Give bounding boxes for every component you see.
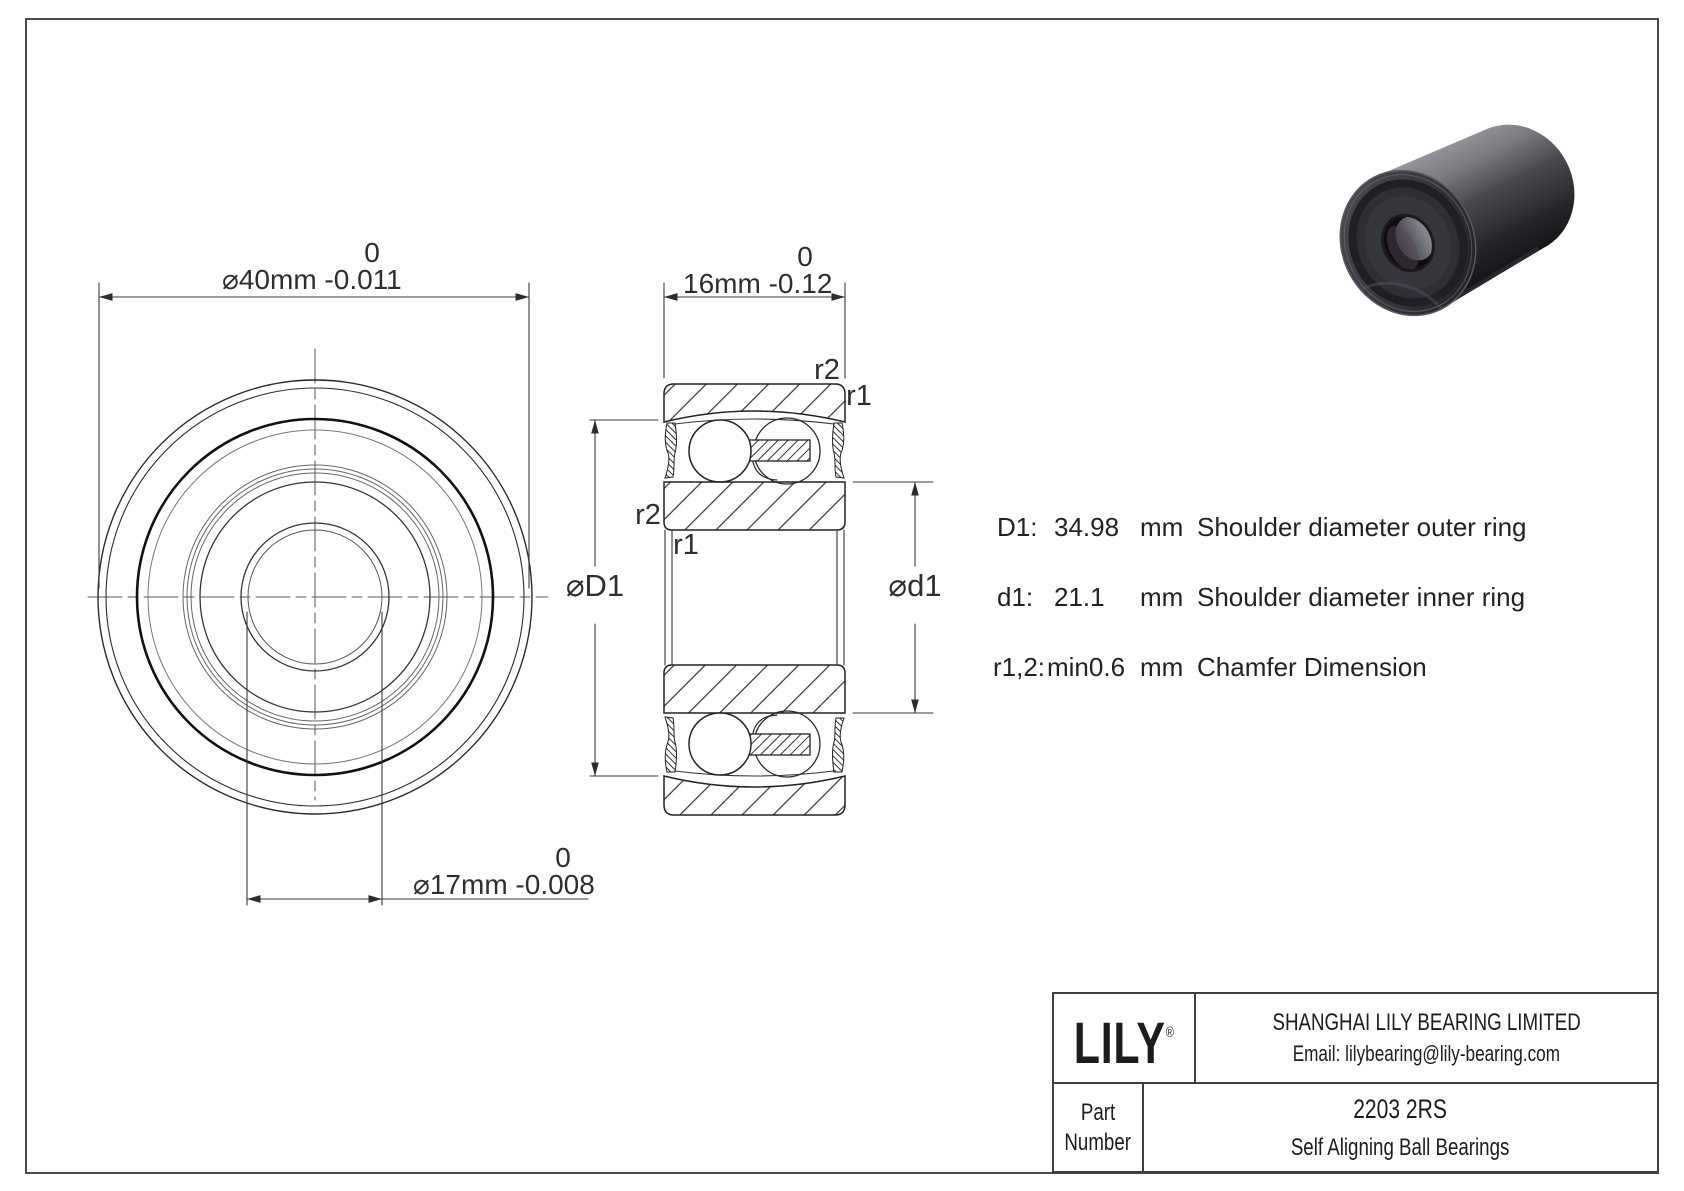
- spec-unit: mm: [1140, 652, 1184, 682]
- front-view-circles: [97, 379, 533, 815]
- seal-bottom-left: [664, 716, 677, 773]
- spec-description: Shoulder diameter inner ring: [1197, 582, 1526, 612]
- outer-ring-bottom-section: [663, 775, 846, 816]
- brand-name: LILY: [1073, 1010, 1166, 1076]
- part-info-cell: 2203 2RS Self Aligning Ball Bearings: [1144, 1084, 1657, 1171]
- width-dimension-upper-tolerance: 0: [797, 241, 813, 272]
- seal-bottom-right: [832, 717, 845, 773]
- bore-dimension: [246, 611, 589, 906]
- od-dimension-upper-tolerance: 0: [364, 237, 380, 268]
- part-label-line1: Part: [1080, 1098, 1116, 1126]
- od-dimension-label: ⌀40mm -0.011: [222, 264, 402, 295]
- title-block: LILY® SHANGHAI LILY BEARING LIMITED Emai…: [1052, 992, 1659, 1173]
- outer-raceway-bottom-edge: [674, 770, 835, 777]
- bearing-3d-body: [1374, 124, 1575, 309]
- cage-section-top: [742, 439, 811, 462]
- front-view: [87, 282, 589, 906]
- r1-label-left: r1: [673, 529, 699, 561]
- inner-ring-bottom-section: [663, 664, 846, 714]
- seal-top-left: [664, 422, 677, 479]
- part-number: 2203 2RS: [1353, 1093, 1448, 1124]
- section-view: [589, 282, 934, 816]
- r2-label-top: r2: [814, 354, 840, 386]
- spec-name: r1,2:: [993, 652, 1046, 682]
- spec-value: 21.1: [1054, 582, 1105, 612]
- ball-row-bottom: [664, 710, 845, 778]
- inner-ring-top-section: [663, 481, 846, 531]
- cage-prong-top: [752, 461, 778, 481]
- spec-description: Shoulder diameter outer ring: [1197, 512, 1527, 542]
- spec-unit: mm: [1140, 582, 1184, 612]
- sheet-border: [25, 18, 1659, 1174]
- ball-top: [688, 419, 752, 483]
- spec-name: D1:: [997, 512, 1038, 542]
- spec-value: 34.98: [1054, 512, 1120, 542]
- product-type: Self Aligning Ball Bearings: [1291, 1133, 1510, 1161]
- title-block-bottom-row: Part Number 2203 2RS Self Aligning Ball …: [1054, 1082, 1657, 1171]
- spec-value: min0.6: [1047, 652, 1126, 682]
- part-label-line2: Number: [1064, 1128, 1132, 1156]
- width-dimension-label: 16mm -0.12: [683, 268, 832, 299]
- bore-dimension-label: ⌀17mm -0.008: [413, 869, 595, 900]
- inner-shoulder-diameter-label: ⌀d1: [888, 568, 941, 603]
- company-name: SHANGHAI LILY BEARING LIMITED: [1272, 1009, 1581, 1036]
- title-block-top-row: LILY® SHANGHAI LILY BEARING LIMITED Emai…: [1054, 994, 1657, 1082]
- bore-surface-lines: [664, 529, 845, 666]
- inner-shoulder-dimension: [852, 481, 934, 714]
- company-info-cell: SHANGHAI LILY BEARING LIMITED Email: lil…: [1196, 994, 1657, 1082]
- bore-dimension-upper-tolerance: 0: [555, 842, 571, 873]
- cage-section-bottom: [742, 733, 811, 756]
- cage-prong-bottom: [752, 714, 778, 734]
- part-number-label-cell: Part Number: [1054, 1084, 1144, 1171]
- od-dimension: [98, 282, 530, 589]
- company-logo: LILY®: [1054, 994, 1196, 1082]
- company-email: Email: lilybearing@lily-bearing.com: [1292, 1041, 1561, 1066]
- seal-top-right: [832, 422, 845, 479]
- r2-label-left: r2: [635, 499, 661, 531]
- bearing-3d-render: [1339, 124, 1575, 317]
- outer-ring-top-section: [663, 383, 846, 423]
- outer-shoulder-dimension: [589, 419, 659, 777]
- outer-raceway-top-edge: [674, 418, 835, 425]
- outer-shoulder-diameter-label: ⌀D1: [566, 568, 624, 603]
- spec-name: d1:: [997, 582, 1034, 612]
- spec-unit: mm: [1140, 512, 1184, 542]
- ball-bottom: [688, 712, 752, 776]
- spec-description: Chamfer Dimension: [1197, 652, 1427, 682]
- registered-trademark-icon: ®: [1165, 1023, 1175, 1041]
- width-dimension: [663, 282, 846, 379]
- ball-row-top: [664, 417, 845, 485]
- r1-label-top: r1: [846, 380, 872, 412]
